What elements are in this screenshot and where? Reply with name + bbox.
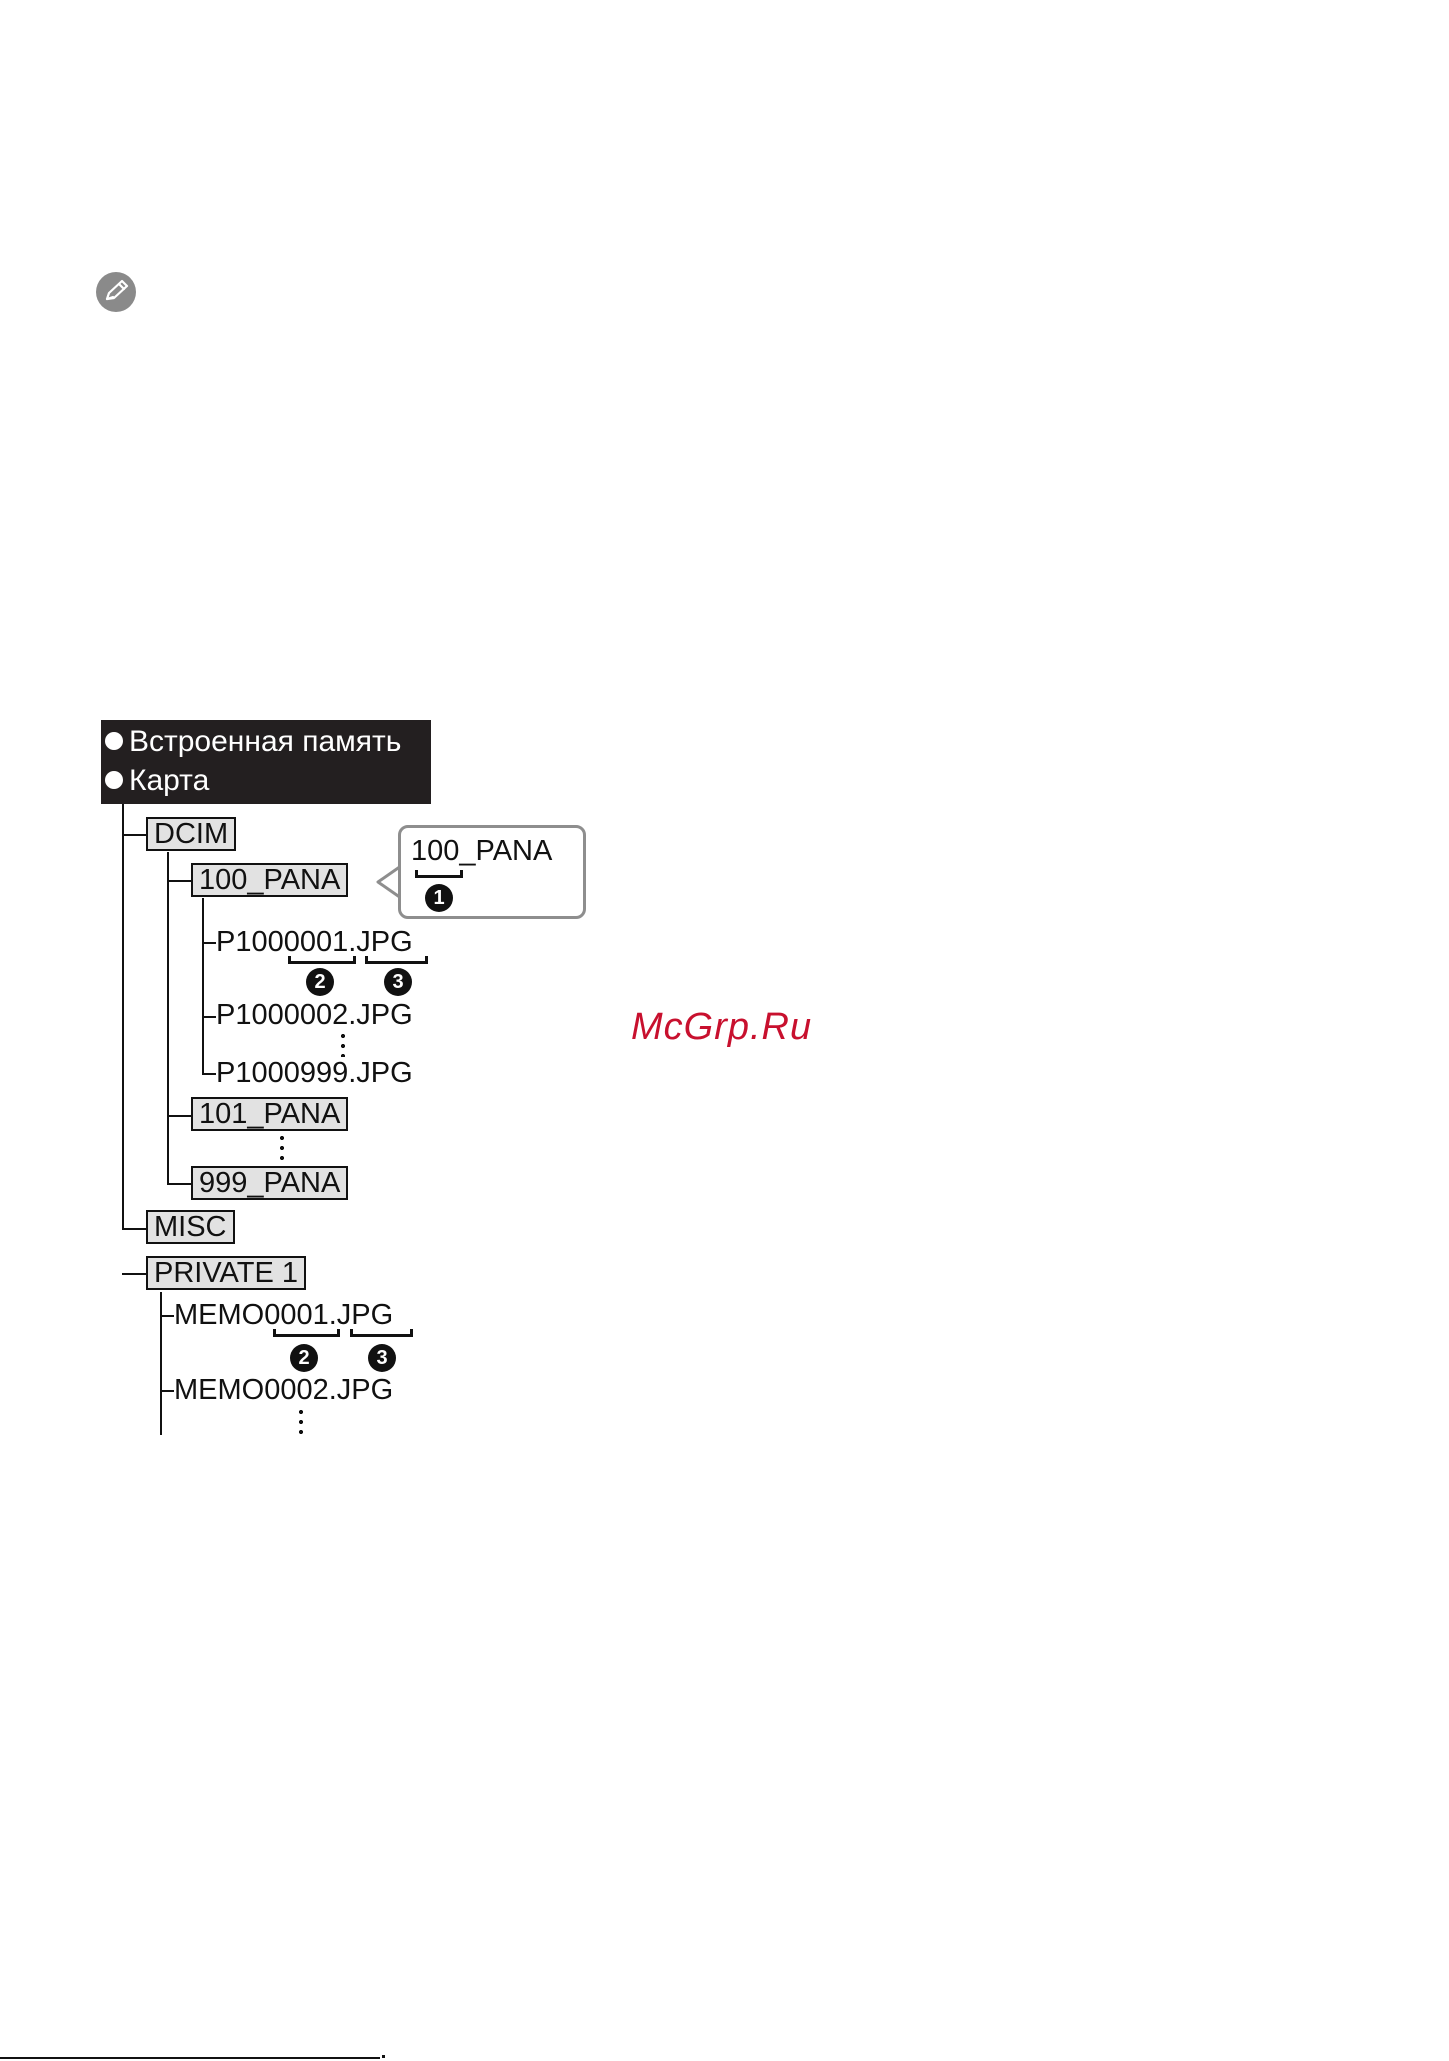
folder-101-pana: 101_PANA xyxy=(191,1097,348,1131)
marker-3: 3 xyxy=(384,968,412,996)
marker-2: 2 xyxy=(306,968,334,996)
marker-1: 1 xyxy=(425,884,453,912)
callout-box: 100_PANA 1 xyxy=(398,825,586,919)
footer-dot xyxy=(382,2055,385,2058)
ellipsis-memos xyxy=(299,1407,303,1435)
folder-999-pana: 999_PANA xyxy=(191,1166,348,1200)
header-line-internal: Встроенная память xyxy=(105,723,401,761)
private-trunk-line xyxy=(160,1292,162,1435)
branch-private xyxy=(122,1273,146,1275)
pana-trunk-line xyxy=(202,898,204,1074)
folder-private-1: PRIVATE 1 xyxy=(146,1256,306,1290)
bracket-file-number xyxy=(288,956,356,964)
branch-memo-1 xyxy=(160,1315,174,1317)
bracket-memo-extension xyxy=(350,1329,413,1337)
tree-trunk-line xyxy=(122,804,124,1230)
dcim-trunk-line xyxy=(167,852,169,1184)
branch-file-999 xyxy=(202,1073,216,1075)
footer-rule xyxy=(0,2057,380,2059)
storage-header: Встроенная память Карта xyxy=(101,720,431,804)
folder-100-pana: 100_PANA xyxy=(191,863,348,897)
marker-2: 2 xyxy=(290,1344,318,1372)
header-line-card: Карта xyxy=(105,762,209,800)
bracket-memo-number xyxy=(273,1329,340,1337)
branch-memo-2 xyxy=(160,1390,174,1392)
ellipsis-folders xyxy=(280,1133,284,1163)
pencil-glyph xyxy=(96,272,136,312)
bullet-icon xyxy=(105,732,123,750)
header-internal-memory: Встроенная память xyxy=(129,725,401,758)
watermark-text: McGrp.Ru xyxy=(631,1006,812,1049)
marker-3: 3 xyxy=(368,1344,396,1372)
branch-file-2 xyxy=(202,1016,216,1018)
header-card: Карта xyxy=(129,764,209,797)
branch-file-1 xyxy=(202,942,216,944)
bracket-extension xyxy=(365,956,428,964)
branch-100-pana xyxy=(167,880,191,882)
ellipsis-files xyxy=(341,1031,345,1057)
file-p1000002: P1000002.JPG xyxy=(216,998,413,1032)
branch-misc xyxy=(122,1228,146,1230)
branch-dcim xyxy=(122,834,146,836)
branch-101-pana xyxy=(167,1115,191,1117)
folder-dcim: DCIM xyxy=(146,817,236,851)
callout-text: 100_PANA xyxy=(411,834,552,868)
bullet-icon xyxy=(105,771,123,789)
file-memo0001: MEMO0001.JPG xyxy=(174,1298,393,1332)
file-p1000001: P1000001.JPG xyxy=(216,925,413,959)
folder-misc: MISC xyxy=(146,1210,235,1244)
branch-999-pana xyxy=(167,1183,191,1185)
file-memo0002: MEMO0002.JPG xyxy=(174,1373,393,1407)
pencil-note-icon xyxy=(96,272,136,312)
callout-bracket xyxy=(415,870,463,878)
file-p1000999: P1000999.JPG xyxy=(216,1056,413,1090)
